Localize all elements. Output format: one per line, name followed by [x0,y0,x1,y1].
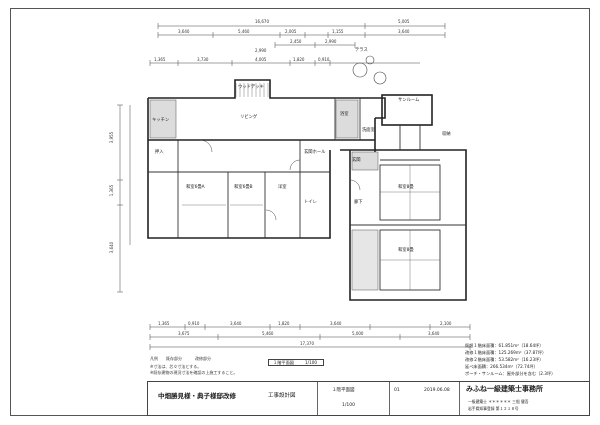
dim-bottom-row2-1: 3,675 [178,331,190,336]
room-deck: ウッドデッキ [238,85,264,90]
drawing-caption: １階平面図 1/100 [268,359,324,366]
area-row-2: 改修１階床面積：125.269m²（37.87坪） [465,350,547,355]
dim-top-row4-5: 0,910 [318,57,330,62]
dim-note-2: ※既存建物の現況寸法を確認の上施工すること。 [150,370,238,375]
legend-existing: 既存部分 [166,356,182,361]
room-b: 和室6畳B [234,185,253,190]
area-row-5-label: ポーチ・サンルーム [465,371,503,376]
tb-license-1: 一級建築士 ＊＊＊＊＊＊ 三船 健吾 [468,399,529,404]
room-entrance: 玄関 [352,158,361,163]
room-tatami-8a: 和室8畳 [398,185,414,190]
dim-top-row2-4: 1,155 [332,29,344,34]
tb-office-cell: みふね一級建築士事務所 一級建築士 ＊＊＊＊＊＊ 三船 健吾 岩手県知事登録 第… [460,382,589,415]
room-bath: 浴室 [340,112,349,117]
dim-bottom-row1-3: 3,640 [230,321,242,326]
dim-bottom-row1-6: 2,100 [440,321,452,326]
area-row-5: ポーチ・サンルーム：屋外部分を含む（2.3坪） [465,371,556,376]
room-living: リビング [240,115,258,120]
tb-stage: 工事設計図 [268,393,296,399]
dim-top-row3-1: 2,450 [290,39,302,44]
legend-title: 凡例 [150,356,158,361]
tb-project-cell: 中畑勝見様・典子様邸改修 工事設計図 [148,382,318,415]
room-storage: 収納 [442,132,451,137]
area-row-4: 延べ床面積：266.534m²（72.74坪） [465,364,538,369]
area-row-4-label: 延べ床面積 [465,364,486,369]
area-row-1-value: 61.851m²（18.64坪） [498,343,544,348]
room-toilet: トイレ [304,200,317,205]
legend-renovated: 改修部分 [195,356,211,361]
area-row-3-value: 53.582m²（16.23坪） [498,357,544,362]
tb-scale: 1/100 [342,403,355,408]
dim-top-row4-3: 4,005 [255,57,267,62]
dim-top-right: 5,005 [398,19,410,24]
room-c: 洋室 [278,185,287,190]
room-a: 和室6畳A [186,185,205,190]
room-sunroom: サンルーム [398,98,420,103]
dim-top-total: 16,670 [255,19,269,24]
dim-bottom-row1-5: 3,640 [330,321,342,326]
dim-top-row4-2: 3,730 [197,57,209,62]
dim-bottom-row2-3: 5,000 [352,331,364,336]
dim-left-3: 3,640 [109,241,115,254]
room-tatami-8b: 和室8畳 [398,248,414,253]
room-hall: 玄関ホール [304,150,326,155]
terrace-label: テラス [355,48,368,53]
area-row-2-label: 改修１階床面積 [465,350,495,355]
room-washroom: 洗面室 [362,128,375,133]
area-row-1: 既設１階床面積：61.851m²（18.64坪） [465,343,544,348]
area-row-1-label: 既設１階床面積 [465,343,495,348]
area-row-2-value: 125.269m²（37.87坪） [498,350,547,355]
room-closet: 押入 [155,150,164,155]
area-row-3-label: 改修２階床面積 [465,357,495,362]
dim-top-row4-4: 1,820 [293,57,305,62]
dim-note-1: ※寸法は、芯々寸法とする。 [150,364,202,369]
dim-top-row2-2: 5,460 [238,29,250,34]
tb-drawing-title: １階平面図 [332,388,355,393]
tb-date: 2019.06.08 [424,388,450,393]
tb-meta-cell: 01 2019.06.08 [390,382,460,415]
area-row-4-value: 266.534m²（72.74坪） [490,364,538,369]
dim-top-row2-3: 2,005 [285,29,297,34]
room-kitchen: キッチン [152,118,170,123]
dim-bottom-row1-4: 1,820 [278,321,290,326]
tb-license-2: 岩手県知事登録 第１２１８号 [468,406,519,411]
dim-top-row2-1: 3,640 [178,29,190,34]
tb-drawing-cell: １階平面図 1/100 [318,382,390,415]
room-corridor: 廊下 [354,200,363,205]
area-row-3: 改修２階床面積：53.582m²（16.23坪） [465,357,544,362]
dim-bottom-row2-2: 5,460 [262,331,274,336]
tb-project: 中畑勝見様・典子様邸改修 [158,392,236,400]
dim-top-row2-5: 3,640 [398,29,410,34]
tb-sheet-no: 01 [394,388,400,393]
title-block: 中畑勝見様・典子様邸改修 工事設計図 １階平面図 1/100 01 2019.0… [147,381,590,416]
dim-top-row3-2: 2,990 [325,39,337,44]
dim-bottom-row1-1: 1,365 [158,321,170,326]
dim-bottom-total: 17,370 [300,341,314,346]
area-row-5-value: 屋外部分を含む（2.3坪） [506,371,556,376]
caption-scale: 1/100 [305,360,318,365]
dim-top-row4-1: 1,365 [154,57,166,62]
dim-bottom-row1-2: 0,910 [188,321,200,326]
dim-bottom-row2-4: 3,640 [428,331,440,336]
dim-left-1: 3,955 [109,131,115,144]
caption-title: １階平面図 [273,360,294,365]
dim-left-2: 1,365 [109,184,115,197]
dim-top-row3-3: 2,990 [255,48,267,53]
tb-office: みふね一級建築士事務所 [466,385,543,393]
